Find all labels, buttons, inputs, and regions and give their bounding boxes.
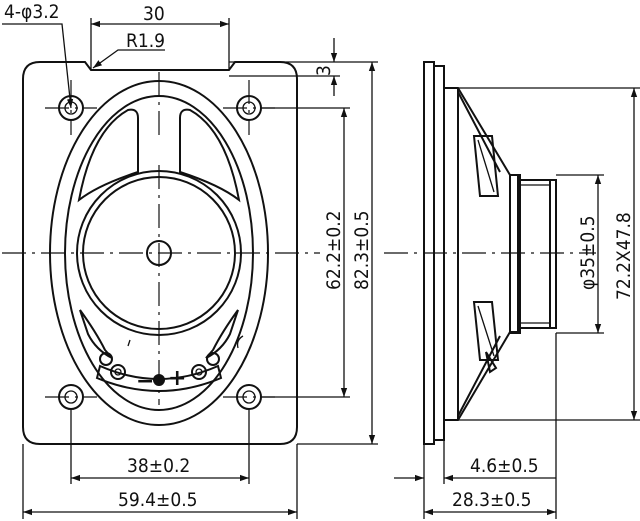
window-upper-right [179,108,241,203]
dim-hole-spacing: 38±0.2 [127,455,190,477]
magnet [519,179,551,329]
radius-leader [92,49,165,69]
dim-slot-width: 30 [143,3,165,25]
lead-wire [236,335,244,349]
terminal-positive-lug [191,352,220,380]
dim-slot-depth: 3 [313,65,335,76]
dim-outer-height: 82.3±0.5 [351,210,373,290]
frame-outline [22,61,298,445]
side-window-upper [472,135,500,197]
terminal-negative-label: − [136,369,154,394]
dim-total-depth: 28.3±0.5 [452,489,532,511]
side-dimensions: φ35±0.5 72.2X47.8 4.6±0.5 28.3±0.5 [394,87,640,519]
dim-overall-width: 59.4±0.5 [118,489,198,511]
dim-corner-radius: R1.9 [126,30,165,52]
window-lower-right [205,309,239,359]
dim-holes: 4-φ3.2 [4,1,60,23]
terminal-negative-lug [99,352,126,380]
holes-leader [2,23,74,109]
side-terminal [485,351,498,374]
lead-wire-left [127,339,131,347]
dim-flange-depth: 4.6±0.5 [470,455,539,477]
magnet-plate-back [549,179,557,329]
front-view: − + [2,61,320,445]
side-view [384,61,596,445]
dim-cone-size: 72.2X47.8 [613,212,635,300]
dim-inner-height: 62.2±0.2 [323,210,345,290]
front-dimensions: 4-φ3.2 30 R1.9 3 62.2±0.2 82.3±0.5 38±0.… [2,1,378,519]
terminal-strip [95,364,223,392]
window-hatch [477,139,495,357]
side-window-lower [472,301,500,361]
dim-magnet-diameter: φ35±0.5 [577,215,599,290]
window-upper-left [77,108,139,203]
basket-rib-inner [457,91,501,417]
terminal-positive-label: + [168,366,186,391]
